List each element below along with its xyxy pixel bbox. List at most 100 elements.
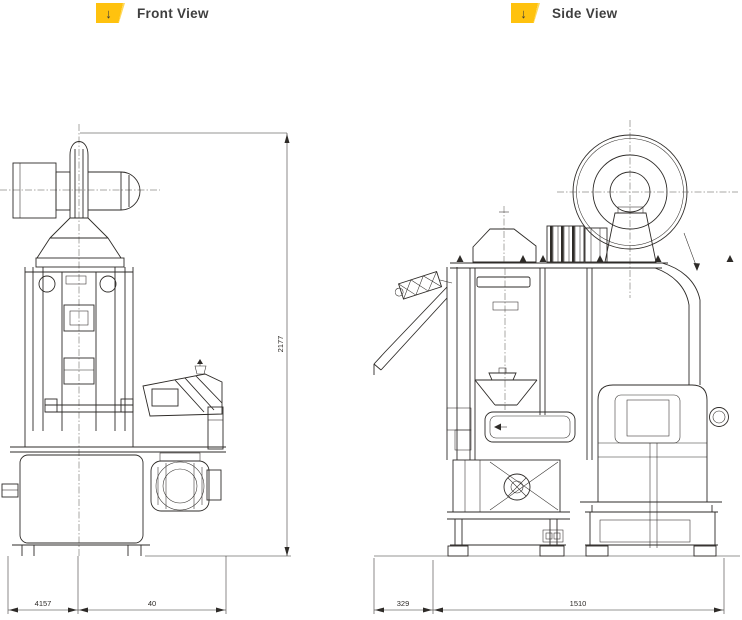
side-body-walls (446, 267, 593, 460)
front-connector (55, 171, 71, 211)
front-base-feet (12, 544, 150, 556)
valve-connector (439, 279, 453, 284)
front-rail-block-left (44, 398, 58, 413)
coil-bar (561, 226, 564, 262)
blower-inlet-hub (510, 480, 524, 494)
side-base-detail-sq (553, 532, 561, 540)
dim-arrow (79, 607, 88, 613)
motor-bolts (649, 443, 658, 548)
motor-fins (598, 442, 707, 458)
valve-hatch (398, 271, 442, 300)
front-view-header: ↓ Front View (96, 2, 209, 24)
front-view-drawing: 2177 4157 40 (0, 124, 291, 614)
front-lower-box (63, 357, 95, 385)
side-base-detail (542, 529, 564, 543)
side-view-badge: ↓ (511, 3, 540, 23)
side-top-box (584, 227, 608, 263)
side-funnel-knob (498, 367, 507, 374)
front-motor (150, 460, 210, 512)
side-machine-outline (373, 120, 738, 557)
side-base-left-dim: 329 (397, 599, 410, 608)
plinth-inner (599, 519, 691, 543)
front-base-left-dim: 4157 (35, 599, 52, 608)
front-mid-box-inner (69, 310, 89, 326)
motor-body (597, 384, 708, 503)
front-base-skirt (19, 454, 144, 544)
front-dim-lines (7, 132, 291, 614)
side-window (476, 276, 531, 288)
side-chute (373, 286, 448, 375)
front-mid-box (63, 304, 95, 332)
side-dim-lines (373, 555, 740, 614)
coil-frame (546, 225, 585, 263)
bolt-mark (654, 255, 662, 262)
front-dimension-annotations: 2177 4157 40 (7, 132, 291, 614)
dim-arrow (284, 134, 290, 143)
motor-inner2 (626, 399, 670, 437)
side-hopper (472, 228, 537, 263)
coil-bar (550, 226, 553, 262)
motor-pipe-flange (709, 407, 729, 427)
blower-inlet-cross (507, 477, 527, 497)
side-left-foot (447, 545, 469, 557)
bolt-mark (596, 255, 604, 262)
side-right-foot (585, 545, 609, 557)
blower-inlet (503, 473, 531, 501)
front-motor-mount (159, 452, 201, 462)
front-flange (35, 257, 125, 268)
bolt-mark (519, 255, 527, 262)
down-arrow-icon: ↓ (520, 5, 527, 21)
side-small-plate (492, 301, 519, 311)
front-motor-ring-outer (155, 461, 205, 511)
side-band (484, 411, 576, 443)
side-deck-bolt-marks (456, 255, 734, 262)
dim-arrow (9, 607, 18, 613)
dim-arrow (216, 607, 225, 613)
front-rail-block-right (120, 398, 134, 413)
front-hopper-cone (36, 217, 122, 259)
dim-arrow (68, 607, 77, 613)
front-machine-outline (0, 124, 226, 556)
front-height-dim: 2177 (276, 336, 285, 353)
side-blower-box (452, 459, 561, 513)
front-eyebolt-left (38, 275, 56, 293)
side-left-base (447, 511, 570, 546)
bolt-mark (456, 255, 464, 262)
front-motor-ring-inner (162, 468, 198, 504)
front-eyebolt-right (99, 275, 117, 293)
front-housing (24, 267, 134, 447)
side-deck (450, 262, 668, 269)
front-duct (88, 171, 141, 211)
valve-knob (394, 287, 404, 297)
front-table (10, 446, 226, 453)
side-fan (557, 120, 738, 298)
bolt-mark (726, 255, 734, 262)
dim-arrow (423, 607, 432, 613)
side-view-drawing: 329 1510 (373, 120, 740, 614)
coil-lines (552, 226, 581, 262)
front-left-box (12, 162, 57, 219)
front-base-right-dim: 40 (148, 599, 156, 608)
front-right-duct (207, 406, 224, 450)
valve-body (397, 270, 443, 300)
side-motor (597, 384, 729, 548)
front-motor-terminal (206, 469, 222, 501)
motor-pipe-flange-inner (712, 410, 726, 424)
dim-arrow (714, 607, 723, 613)
dim-arrow (284, 547, 290, 556)
side-view-label: Side View (552, 5, 618, 21)
side-left-door-lower (454, 429, 472, 451)
down-arrow-icon: ↓ (105, 5, 112, 21)
fan-leader-arrow (693, 263, 700, 271)
front-view-label: Front View (137, 5, 209, 21)
front-motor-ribs (157, 463, 203, 509)
dim-arrow (375, 607, 384, 613)
front-side-bracket (1, 483, 19, 498)
side-funnel (474, 372, 538, 406)
bolt-mark (539, 255, 547, 262)
coil-bar (572, 226, 575, 262)
side-inlet-valve (394, 270, 443, 300)
side-band-arrow (494, 423, 501, 431)
front-top-plate (65, 275, 87, 285)
